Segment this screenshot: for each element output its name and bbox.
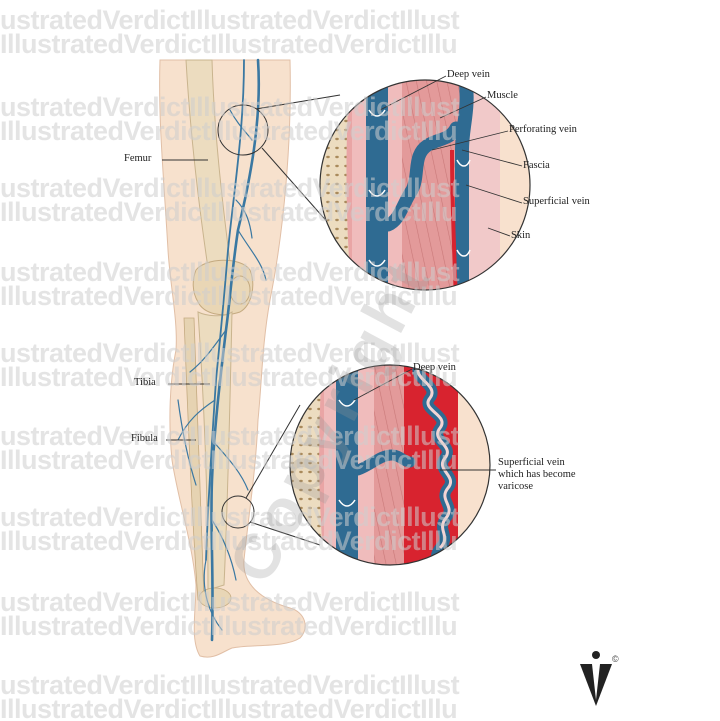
label-superficial-vein: Superficial vein	[523, 196, 590, 208]
publisher-logo	[580, 651, 612, 706]
top-superficial-vein	[462, 75, 467, 300]
label-muscle: Muscle	[487, 90, 518, 102]
ankle-bone	[199, 588, 231, 608]
patella-bone	[230, 276, 250, 304]
label-deep-vein-top: Deep vein	[447, 69, 490, 81]
label-skin: Skin	[511, 230, 530, 242]
label-fascia: Fascia	[523, 160, 550, 172]
label-fibula: Fibula	[131, 433, 158, 445]
label-deep-vein-bottom: Deep vein	[413, 362, 456, 374]
top-inset	[315, 75, 540, 300]
label-femur: Femur	[124, 153, 151, 165]
copyright-symbol: ©	[612, 654, 619, 664]
label-perforating-vein: Perforating vein	[509, 124, 577, 136]
label-varicose-vein: Superficial vein which has become varico…	[498, 457, 608, 493]
label-tibia: Tibia	[134, 377, 156, 389]
